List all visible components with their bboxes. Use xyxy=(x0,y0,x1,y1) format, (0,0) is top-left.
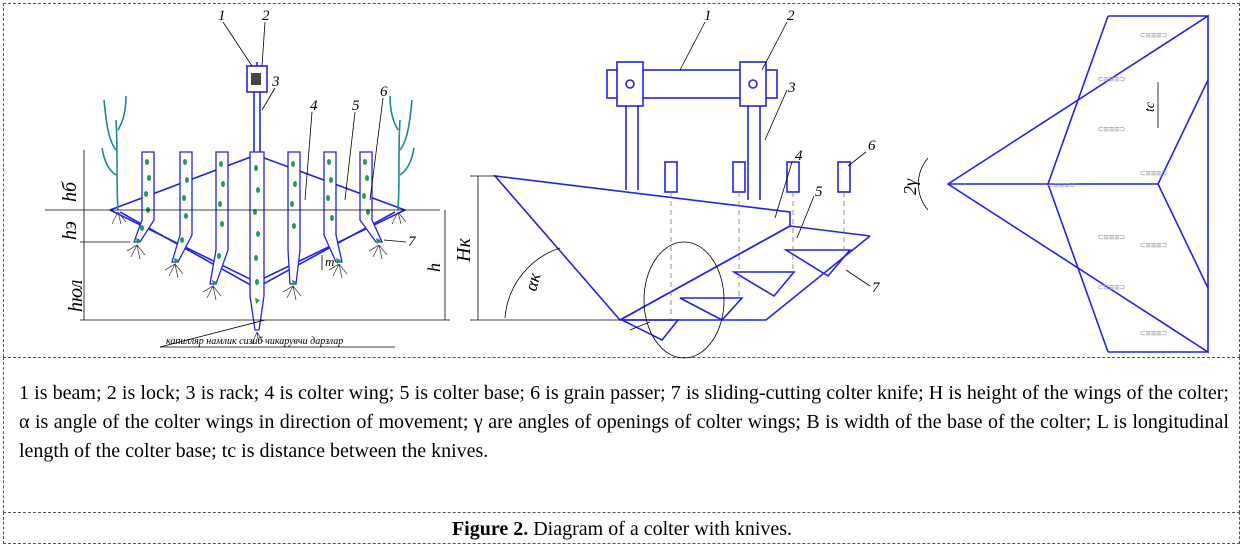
caption-panel xyxy=(3,512,1240,544)
middle-labels: 1 2 3 4 5 6 7 Hк αк xyxy=(453,8,881,296)
left-labels: 1 2 3 4 5 6 7 m hб hэ hюл h капилляр нам… xyxy=(59,8,444,347)
caption-label: Figure 2. xyxy=(451,518,529,540)
beam xyxy=(606,69,778,99)
label-1: 1 xyxy=(218,8,226,24)
mid-label-1: 1 xyxy=(704,8,712,24)
label-h-b: hб xyxy=(59,181,81,202)
mid-label-5: 5 xyxy=(815,184,823,200)
middle-dashed-lines xyxy=(670,192,845,320)
svg-text:⊂≡≡≡⊃: ⊂≡≡≡⊃ xyxy=(1140,329,1167,339)
bottom-note: капилляр намлик сизиб чикарувчи дарзлар xyxy=(166,336,343,347)
svg-text:⊂≡≡≡⊃: ⊂≡≡≡⊃ xyxy=(1140,241,1167,251)
svg-text:⊂≡≡≡⊃: ⊂≡≡≡⊃ xyxy=(1140,31,1167,41)
middle-side-view xyxy=(493,61,871,342)
svg-text:⊂≡≡≡⊃: ⊂≡≡≡⊃ xyxy=(1098,75,1125,85)
caption-text: Diagram of a colter with knives. xyxy=(528,518,793,540)
right-knife-marks: ⊂≡≡≡⊃ ⊂≡≡≡⊃ ⊂≡≡≡⊃ ⊂≡≡≡⊃ ⊂≡≡≡⊃ ⊂≡≡≡⊃ ⊂≡≡≡… xyxy=(1048,31,1167,339)
middle-guides xyxy=(470,21,871,359)
label-two-gamma: 2γ xyxy=(900,178,920,195)
right-labels: 2γ tc xyxy=(900,101,1158,195)
label-5: 5 xyxy=(352,98,360,114)
seed-dots xyxy=(140,159,370,285)
lock-right xyxy=(739,61,767,107)
label-7: 7 xyxy=(408,234,417,250)
lock-left xyxy=(616,61,644,107)
label-H-k: Hк xyxy=(453,238,475,263)
colter-diagram: 1 2 3 4 5 6 7 m hб hэ hюл h капилляр нам… xyxy=(45,8,1209,359)
left-callout-lines xyxy=(222,21,407,243)
mid-label-4: 4 xyxy=(795,148,803,164)
figure-caption: Figure 2. Diagram of a colter with knive… xyxy=(0,515,1244,543)
legend-panel xyxy=(3,357,1240,513)
mid-label-3: 3 xyxy=(787,80,796,96)
label-m: m xyxy=(325,254,334,269)
dimension-lines xyxy=(45,150,450,348)
mid-label-7: 7 xyxy=(872,280,881,296)
figure-panel xyxy=(3,3,1240,357)
plants xyxy=(101,95,415,211)
svg-text:⊂≡≡≡⊃: ⊂≡≡≡⊃ xyxy=(1140,169,1167,179)
colter-wing xyxy=(493,174,791,322)
roots xyxy=(111,211,407,345)
right-guides xyxy=(918,82,1159,211)
label-h: h xyxy=(424,263,444,272)
knives xyxy=(136,238,381,304)
label-2: 2 xyxy=(262,8,270,24)
label-t-c: tc xyxy=(1143,101,1158,112)
label-6: 6 xyxy=(380,84,388,100)
mid-label-6: 6 xyxy=(868,138,876,154)
label-3: 3 xyxy=(271,74,280,90)
svg-text:⊂≡≡≡⊃: ⊂≡≡≡⊃ xyxy=(1098,233,1125,243)
mid-label-2: 2 xyxy=(787,8,795,24)
legend-text: 1 is beam; 2 is lock; 3 is rack; 4 is co… xyxy=(19,382,1229,462)
lock-insert xyxy=(251,73,261,85)
label-alpha-k: αк xyxy=(521,270,545,293)
right-top-view xyxy=(946,14,1209,354)
svg-text:⊂≡≡≡⊃: ⊂≡≡≡⊃ xyxy=(1048,181,1075,191)
svg-text:⊂≡≡≡⊃: ⊂≡≡≡⊃ xyxy=(1098,125,1125,135)
svg-text:⊂≡≡≡⊃: ⊂≡≡≡⊃ xyxy=(1098,283,1125,293)
label-h-yul: hюл xyxy=(65,279,87,312)
label-4: 4 xyxy=(310,98,318,114)
label-h-e: hэ xyxy=(59,221,81,240)
